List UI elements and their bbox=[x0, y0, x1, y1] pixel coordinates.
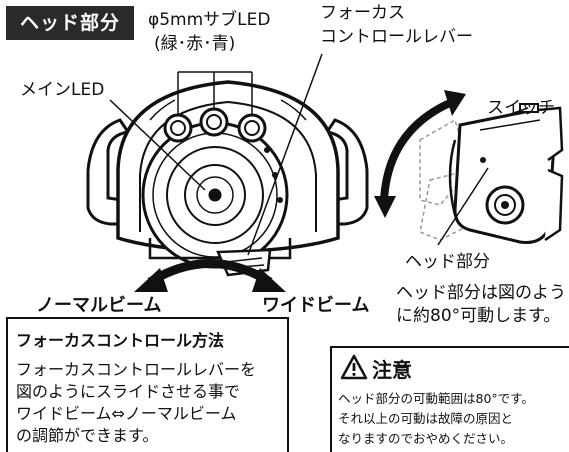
focus-method-line: 図のようにスライドさせる事で bbox=[16, 382, 241, 401]
wide-beam-label: ワイドビーム bbox=[262, 295, 370, 316]
caution-box: 注意 ヘッド部分の可動範囲は80°です。 それ以上の可動は故障の原因と なります… bbox=[330, 346, 569, 452]
leader-lines-front bbox=[109, 53, 323, 256]
sub-led-label-line2: (緑･赤･青) bbox=[154, 34, 236, 54]
sub-led-label-line1: φ5mmサブLED bbox=[148, 10, 271, 30]
head-part-label: ヘッド部分 bbox=[405, 252, 490, 272]
caution-line: なりますのでおやめください。 bbox=[338, 431, 514, 446]
focus-lever-label-line2: コントロールレバー bbox=[320, 27, 473, 47]
caution-title: 注意 bbox=[372, 358, 412, 382]
beam-direction-arrow bbox=[134, 259, 286, 292]
focus-method-line: の調節ができます。 bbox=[16, 426, 159, 445]
section-tag: ヘッド部分 bbox=[6, 6, 134, 40]
rotation-note-line2: に約80°可動します。 bbox=[396, 306, 561, 326]
headlamp-front-view bbox=[86, 80, 369, 277]
headlamp-side-view bbox=[419, 103, 564, 244]
caution-line: ヘッド部分の可動範囲は80°です。 bbox=[338, 391, 534, 406]
focus-lever-label-line1: フォーカス bbox=[320, 3, 405, 23]
rotation-arc-arrow bbox=[374, 90, 466, 218]
main-led-label: メインLED bbox=[20, 80, 105, 100]
focus-method-line: ワイドビーム⇔ノーマルビーム bbox=[16, 404, 237, 423]
warning-triangle-icon bbox=[340, 354, 368, 380]
focus-method-line: フォーカスコントロールレバーを bbox=[16, 360, 257, 379]
focus-method-title: フォーカスコントロール方法 bbox=[16, 331, 225, 350]
leader-lines-side bbox=[437, 107, 529, 246]
rotation-note-line1: ヘッド部分は図のよう bbox=[396, 283, 566, 303]
focus-method-box: フォーカスコントロール方法 フォーカスコントロールレバーを 図のようにスライドさ… bbox=[6, 317, 289, 452]
switch-label: スイッチ bbox=[487, 98, 555, 118]
normal-beam-label: ノーマルビーム bbox=[36, 295, 162, 316]
caution-line: それ以上の可動は故障の原因と bbox=[338, 411, 514, 426]
